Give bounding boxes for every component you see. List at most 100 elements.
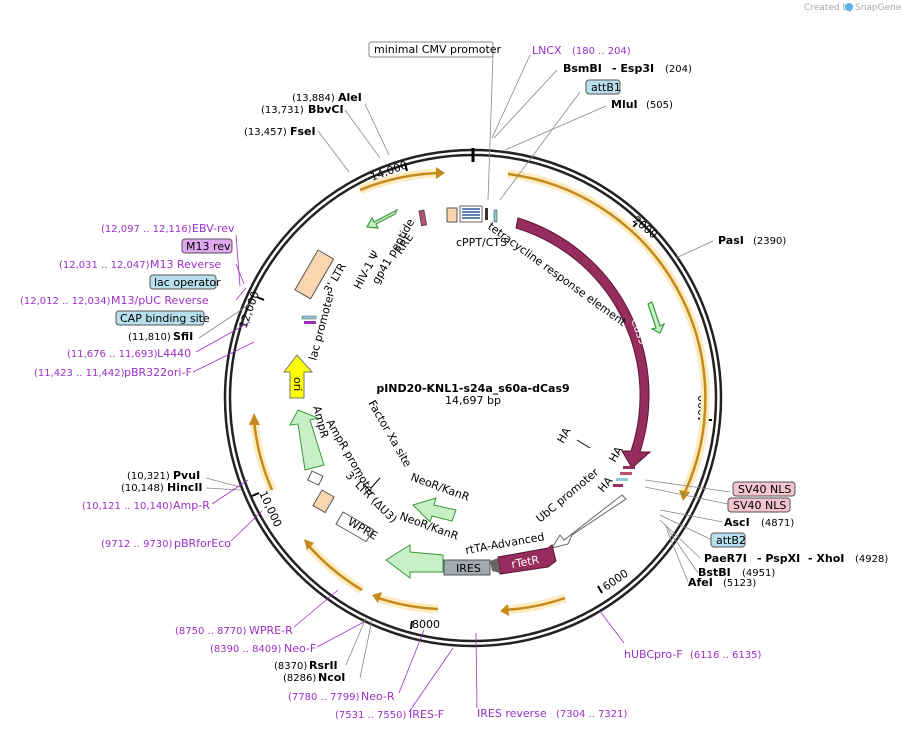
ampr-arrow xyxy=(289,409,325,471)
tick-mark-8000 xyxy=(410,620,413,630)
ubc-promoter-arrow xyxy=(550,494,627,549)
paer7i-name: PaeR7I xyxy=(704,552,747,565)
ampr-promoter-box xyxy=(307,470,324,486)
m13-reverse-name: M13 Reverse xyxy=(150,258,221,271)
pspxi-name: - PspXI xyxy=(757,552,800,565)
m13puc-pos: (12,012 .. 12,034) xyxy=(20,296,111,307)
pbr322ori-pos: (11,423 .. 11,442) xyxy=(34,368,125,379)
neo-r-pos: (7780 .. 7799) xyxy=(288,692,360,703)
lac-promoter-marks xyxy=(301,315,317,324)
sv40-nls-tag-2 xyxy=(727,497,791,513)
rsrii-pos: (8370) xyxy=(274,661,307,672)
tick-mark-12000 xyxy=(256,296,265,301)
neor-arrow xyxy=(385,544,444,579)
ebv-rev-pos: (12,097 .. 12,116) xyxy=(101,224,192,235)
rre-mark xyxy=(418,209,428,227)
green-arrow-right xyxy=(647,301,666,334)
l4440-pos: (11,676 .. 11,693) xyxy=(67,349,158,360)
tick-mark-6000 xyxy=(597,585,603,594)
neo-r-name: Neo-R xyxy=(361,690,395,703)
bsmbi-pos: (204) xyxy=(665,64,692,75)
amp-r-pos: (10,121 .. 10,140) xyxy=(82,501,173,512)
amp-r-name: Amp-R xyxy=(173,499,210,512)
ha-label-1: HA xyxy=(554,425,573,446)
fsei-name: FseI xyxy=(290,125,316,138)
ha-tag-marks xyxy=(613,466,635,487)
bbvci-pos: (13,731) xyxy=(261,105,304,116)
hubc-primer-pos: (6116 .. 6135) xyxy=(690,650,762,661)
paer7i-pos: (4928) xyxy=(855,554,888,565)
m13-reverse-pos: (12,031 .. 12,047) xyxy=(59,260,150,271)
bsmbi-name: BsmBI xyxy=(563,62,602,75)
cppt-label: cPPT/CTS xyxy=(456,236,507,249)
l4440-name: L4440 xyxy=(157,347,191,360)
tick-mark-10000 xyxy=(251,492,260,497)
neor-small-arrow xyxy=(412,497,457,523)
map-size: 14,697 bp xyxy=(445,394,501,407)
cap-binding-tag xyxy=(115,310,205,326)
lac-promoter-label: lac promoter xyxy=(306,290,337,362)
cap-binding-label: CAP binding site xyxy=(120,312,210,325)
pasi-pos: (2390) xyxy=(753,236,786,247)
xhoi-name: - XhoI xyxy=(808,552,844,565)
pvui-pos: (10,321) xyxy=(127,471,170,482)
rtetr-arrow xyxy=(497,544,557,575)
neor-label-1: NeoR/KanR xyxy=(409,471,472,504)
leader-lines xyxy=(198,54,731,679)
ltr3-box xyxy=(294,249,335,300)
lac-operator-label: lac operator xyxy=(154,276,221,289)
ha-label-2: HA xyxy=(606,444,625,465)
ori-arrow xyxy=(282,354,314,399)
wpre-r-name: WPRE-R xyxy=(249,624,293,637)
fsei-pos: (13,457) xyxy=(244,127,287,138)
mlui-name: MluI xyxy=(611,98,638,111)
wpre-r-pos: (8750 .. 8770) xyxy=(175,626,247,637)
rtetr-label: rTetR xyxy=(510,553,540,571)
hincii-pos: (10,148) xyxy=(121,483,164,494)
afei-pos: (5123) xyxy=(723,578,756,589)
ebv-rev-name: EBV-rev xyxy=(192,222,235,235)
created-by-text: Created by xyxy=(804,3,854,13)
ubc-label: UbC promoter xyxy=(534,465,602,525)
tre-elements xyxy=(459,205,498,223)
sfii-name: SfiI xyxy=(173,330,193,343)
lncx-primer-pos: (180 .. 204) xyxy=(572,46,631,57)
esp3i-name: - Esp3I xyxy=(612,62,654,75)
alei-name: AleI xyxy=(338,91,362,104)
ncoi-pos: (8286) xyxy=(283,673,316,684)
bbvci-name: BbvCI xyxy=(308,103,344,116)
sv40-nls-label-1: SV40 NLS xyxy=(738,483,791,496)
pbrforeco-name: pBRforEco xyxy=(174,537,231,550)
cmv-tag-label: minimal CMV promoter xyxy=(374,43,502,56)
ires-box xyxy=(443,559,491,576)
wpre-box xyxy=(335,511,374,543)
afei-name: AfeI xyxy=(688,576,713,589)
snapgene-logo-icon xyxy=(845,3,853,11)
lac-operator-tag xyxy=(149,274,217,290)
ires-f-name: IRES-F xyxy=(409,708,444,721)
sv40-nls-tag-1 xyxy=(732,481,796,497)
green-arrow-top xyxy=(366,208,399,229)
pvui-name: PvuI xyxy=(173,469,200,482)
factor-xa-label: Factor Xa site xyxy=(365,398,414,469)
map-name: pIND20-KNL1-s24a_s60a-dCas9 xyxy=(376,382,569,395)
ha-tick xyxy=(576,439,591,449)
sv40-nls-label-2: SV40 NLS xyxy=(733,499,786,512)
hubc-primer-name: hUBCpro-F xyxy=(624,648,683,661)
asci-pos: (4871) xyxy=(761,518,794,529)
pbrforeco-pos: (9712 .. 9730) xyxy=(101,539,173,550)
attb1-label: attB1 xyxy=(591,81,621,94)
m13puc-name: M13/pUC Reverse xyxy=(111,294,209,307)
neo-f-pos: (8390 .. 8409) xyxy=(210,644,282,655)
m13-rev-tag xyxy=(181,238,233,254)
ires-reverse-name: IRES reverse xyxy=(477,707,547,720)
ires-reverse-pos: (7304 .. 7321) xyxy=(556,709,628,720)
ori-label: ori xyxy=(291,377,304,391)
tick-label-8000: 8000 xyxy=(412,618,440,631)
brand-name: SnapGene xyxy=(855,3,901,13)
mlui-pos: (505) xyxy=(646,100,673,111)
asci-name: AscI xyxy=(724,516,750,529)
ires-label: IRES xyxy=(456,562,481,575)
pbr322ori-name: pBR322ori-F xyxy=(124,366,192,379)
ltr-du3-box xyxy=(312,489,335,514)
